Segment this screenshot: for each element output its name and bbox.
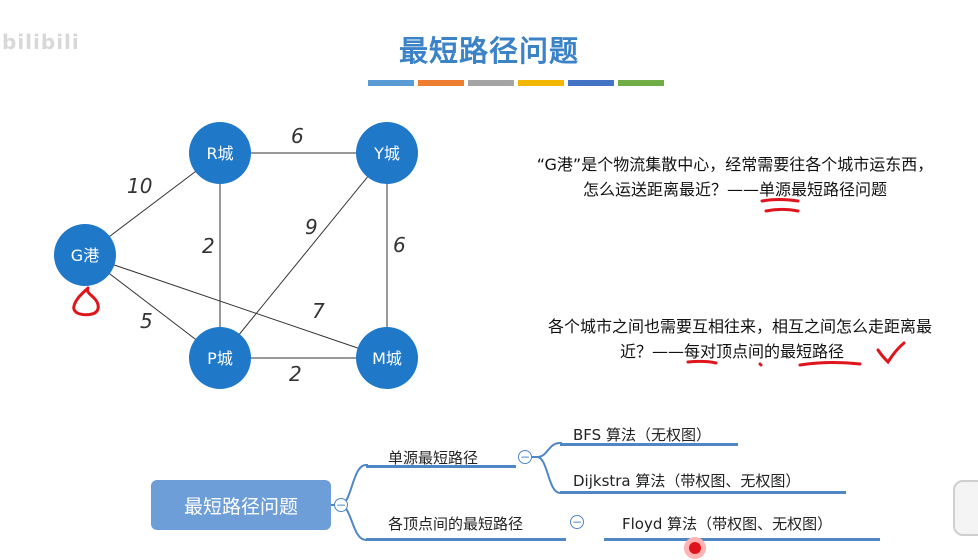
annotation-underline-single-source-1 <box>760 198 800 203</box>
mindmap-root[interactable]: 最短路径问题 <box>151 480 331 530</box>
edge-g-m <box>84 254 388 359</box>
edge-p-y <box>219 152 388 359</box>
node-p: P城 <box>189 327 251 389</box>
edge-weight-g-r: 10 <box>127 174 152 198</box>
mindmap-leaf-bfs[interactable]: BFS 算法（无权图） <box>573 426 711 444</box>
edge-weight-y-m: 6 <box>393 233 406 257</box>
annotation-underline-single-source-2 <box>764 208 800 213</box>
node-g: G港 <box>54 224 116 286</box>
node-label-y: Y城 <box>373 144 400 163</box>
edge-weight-r-y: 6 <box>291 124 304 148</box>
description-2-highlight: 每对顶点间的最短路径 <box>684 342 845 361</box>
annotation-checkmark <box>876 341 906 365</box>
edge-weight-r-p: 2 <box>202 234 215 258</box>
description-1-prefix: 怎么运送距离最近？—— <box>582 180 759 199</box>
side-panel-button[interactable] <box>953 480 978 536</box>
title-color-bar-2 <box>418 80 464 86</box>
connector-branch1 <box>530 442 562 494</box>
mindmap-branch-all-pairs[interactable]: 各顶点间的最短路径 <box>388 515 524 533</box>
description-1-highlight: 单源最短路径问题 <box>759 180 888 199</box>
node-label-g: G港 <box>71 246 99 265</box>
description-2-line-2: 近？——每对顶点间的最短路径 <box>530 339 950 364</box>
description-single-source: “G港”是个物流集散中心，经常需要往各个城市运东西， 怎么运送距离最近？——单源… <box>515 152 955 202</box>
title-color-bar-6 <box>618 80 664 86</box>
node-r: R城 <box>189 122 251 184</box>
annotation-g-mark <box>72 286 100 317</box>
collapse-branch2-icon[interactable]: − <box>570 515 584 529</box>
node-label-p: P城 <box>207 349 233 368</box>
mindmap-leaf-bfs-underline <box>560 443 738 446</box>
description-1-line-1: “G港”是个物流集散中心，经常需要往各个城市运东西， <box>536 155 934 174</box>
collapse-branch1-icon[interactable]: − <box>518 450 532 464</box>
mindmap-leaf-dijkstra[interactable]: Dijkstra 算法（带权图、无权图） <box>573 472 801 490</box>
mindmap-branch-single-source-underline <box>366 465 516 468</box>
title-color-bar-1 <box>368 80 414 86</box>
description-2-prefix: 近？—— <box>620 342 685 361</box>
collapse-root-icon[interactable]: − <box>334 498 348 512</box>
annotation-underline-all-pairs-a <box>686 359 718 365</box>
annotation-dot <box>758 362 763 367</box>
node-label-r: R城 <box>206 144 233 163</box>
description-2-line-1: 各个城市之间也需要互相往来，相互之间怎么走距离最 <box>547 317 932 336</box>
mindmap-leaf-floyd-underline <box>604 538 880 541</box>
recording-cursor-icon <box>684 537 706 559</box>
node-label-m: M城 <box>372 349 402 368</box>
mindmap-branch-all-pairs-underline <box>366 538 566 541</box>
annotation-underline-all-pairs-b <box>798 361 862 367</box>
title-color-bar-4 <box>518 80 564 86</box>
edge-weight-p-m: 2 <box>289 362 302 386</box>
mindmap-branch-single-source[interactable]: 单源最短路径 <box>388 449 479 467</box>
watermark: bilibili <box>2 30 80 54</box>
description-all-pairs: 各个城市之间也需要互相往来，相互之间怎么走距离最 近？——每对顶点间的最短路径 <box>530 314 950 364</box>
mindmap-leaf-dijkstra-underline <box>560 491 846 494</box>
handwritten-annotations <box>72 198 906 367</box>
title-color-bar-5 <box>568 80 614 86</box>
edge-weight-p-y: 9 <box>305 215 318 239</box>
edge-weight-g-p: 5 <box>140 309 153 333</box>
description-1-line-2: 怎么运送距离最近？——单源最短路径问题 <box>515 177 955 202</box>
graph-nodes: G港 R城 Y城 P城 M城 <box>54 122 418 389</box>
edge-weight-g-m: 7 <box>312 299 325 323</box>
node-y: Y城 <box>356 122 418 184</box>
mindmap-leaf-floyd[interactable]: Floyd 算法（带权图、无权图） <box>622 515 833 533</box>
node-m: M城 <box>356 327 418 389</box>
title-color-bar-3 <box>468 80 514 86</box>
page-title: 最短路径问题 <box>398 34 579 68</box>
